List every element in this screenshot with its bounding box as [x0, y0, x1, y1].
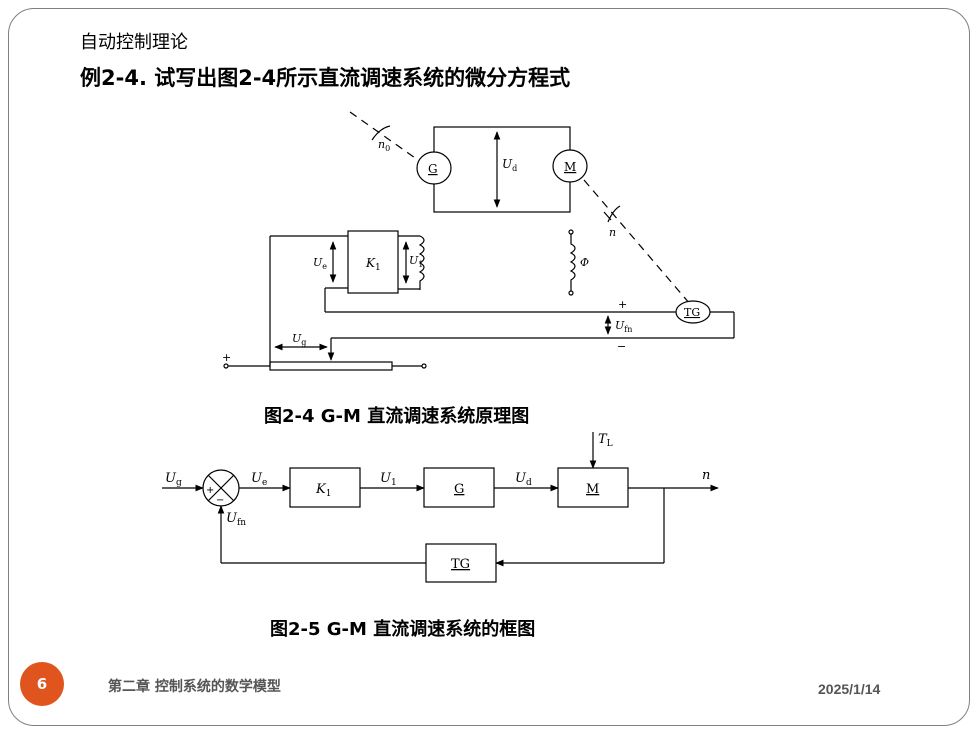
date-footer: 2025/1/14 [818, 681, 881, 697]
ref-plus-sign: + [222, 351, 231, 364]
ug-label: Ug [292, 332, 306, 347]
motor-field-coil [569, 234, 576, 291]
motor-field-terminal-top [568, 229, 574, 235]
n-rotation-mark [607, 205, 621, 223]
phi-label: Φ [580, 256, 589, 269]
n-rotation-tick [603, 211, 612, 221]
bd-ug-label: Ug [165, 471, 182, 488]
n0-rotation-mark [371, 125, 391, 141]
example-heading: 例2-4. 试写出图2-4所示直流调速系统的微分方程式 [80, 66, 571, 90]
motor-circle [552, 149, 588, 183]
ufn-minus-sign: − [617, 340, 626, 353]
page-number-badge: 6 [20, 662, 64, 706]
bd-minus-sign: − [216, 495, 224, 506]
fig4-caption: 图2-4 G-M 直流调速系统原理图 [264, 406, 530, 427]
n0-label: n0 [378, 138, 390, 153]
generator-circle [416, 151, 452, 185]
generator-field-coil [418, 235, 425, 290]
fig4-schematic [223, 111, 735, 371]
bd-u1-label: U1 [380, 471, 397, 488]
potentiometer [269, 361, 393, 371]
k1-label: K1 [365, 256, 381, 273]
bd-ud-label: Ud [515, 471, 532, 488]
bd-tg-label: TG [451, 557, 470, 572]
chapter-footer: 第二章 控制系统的数学模型 [108, 679, 281, 695]
bd-m-label: M [586, 482, 599, 497]
bd-ufn-label: Ufn [226, 511, 246, 528]
tacho-label: TG [684, 306, 700, 319]
motor-tacho-shaft [583, 179, 691, 305]
ref-plus-terminal [223, 363, 229, 369]
u1-label: U1 [409, 254, 423, 269]
motor-label: M [564, 160, 576, 174]
k1-box [347, 230, 399, 294]
slide-frame [8, 8, 970, 726]
course-title: 自动控制理论 [80, 32, 188, 53]
n-label: n [609, 226, 616, 239]
motor-field-terminal-bottom [568, 290, 574, 296]
bd-tl-label: TL [598, 432, 613, 449]
bd-ue-label: Ue [251, 471, 267, 488]
ref-minus-terminal [421, 363, 427, 369]
bd-k1-label: K1 [315, 482, 331, 499]
ud-label: Ud [502, 157, 517, 173]
bd-n-label: n [702, 468, 710, 483]
fig5-caption: 图2-5 G-M 直流调速系统的框图 [270, 619, 536, 640]
generator-label: G [428, 162, 438, 176]
fig5-block-diagram [162, 432, 719, 583]
ue-label: Ue [313, 256, 327, 271]
bd-g-label: G [454, 482, 464, 497]
bd-plus-sign: + [206, 485, 214, 496]
prime-mover-shaft [349, 111, 419, 161]
summing-cross-b [207, 474, 235, 502]
ufn-plus-sign: + [618, 298, 627, 311]
ufn-label: Ufn [615, 319, 632, 334]
